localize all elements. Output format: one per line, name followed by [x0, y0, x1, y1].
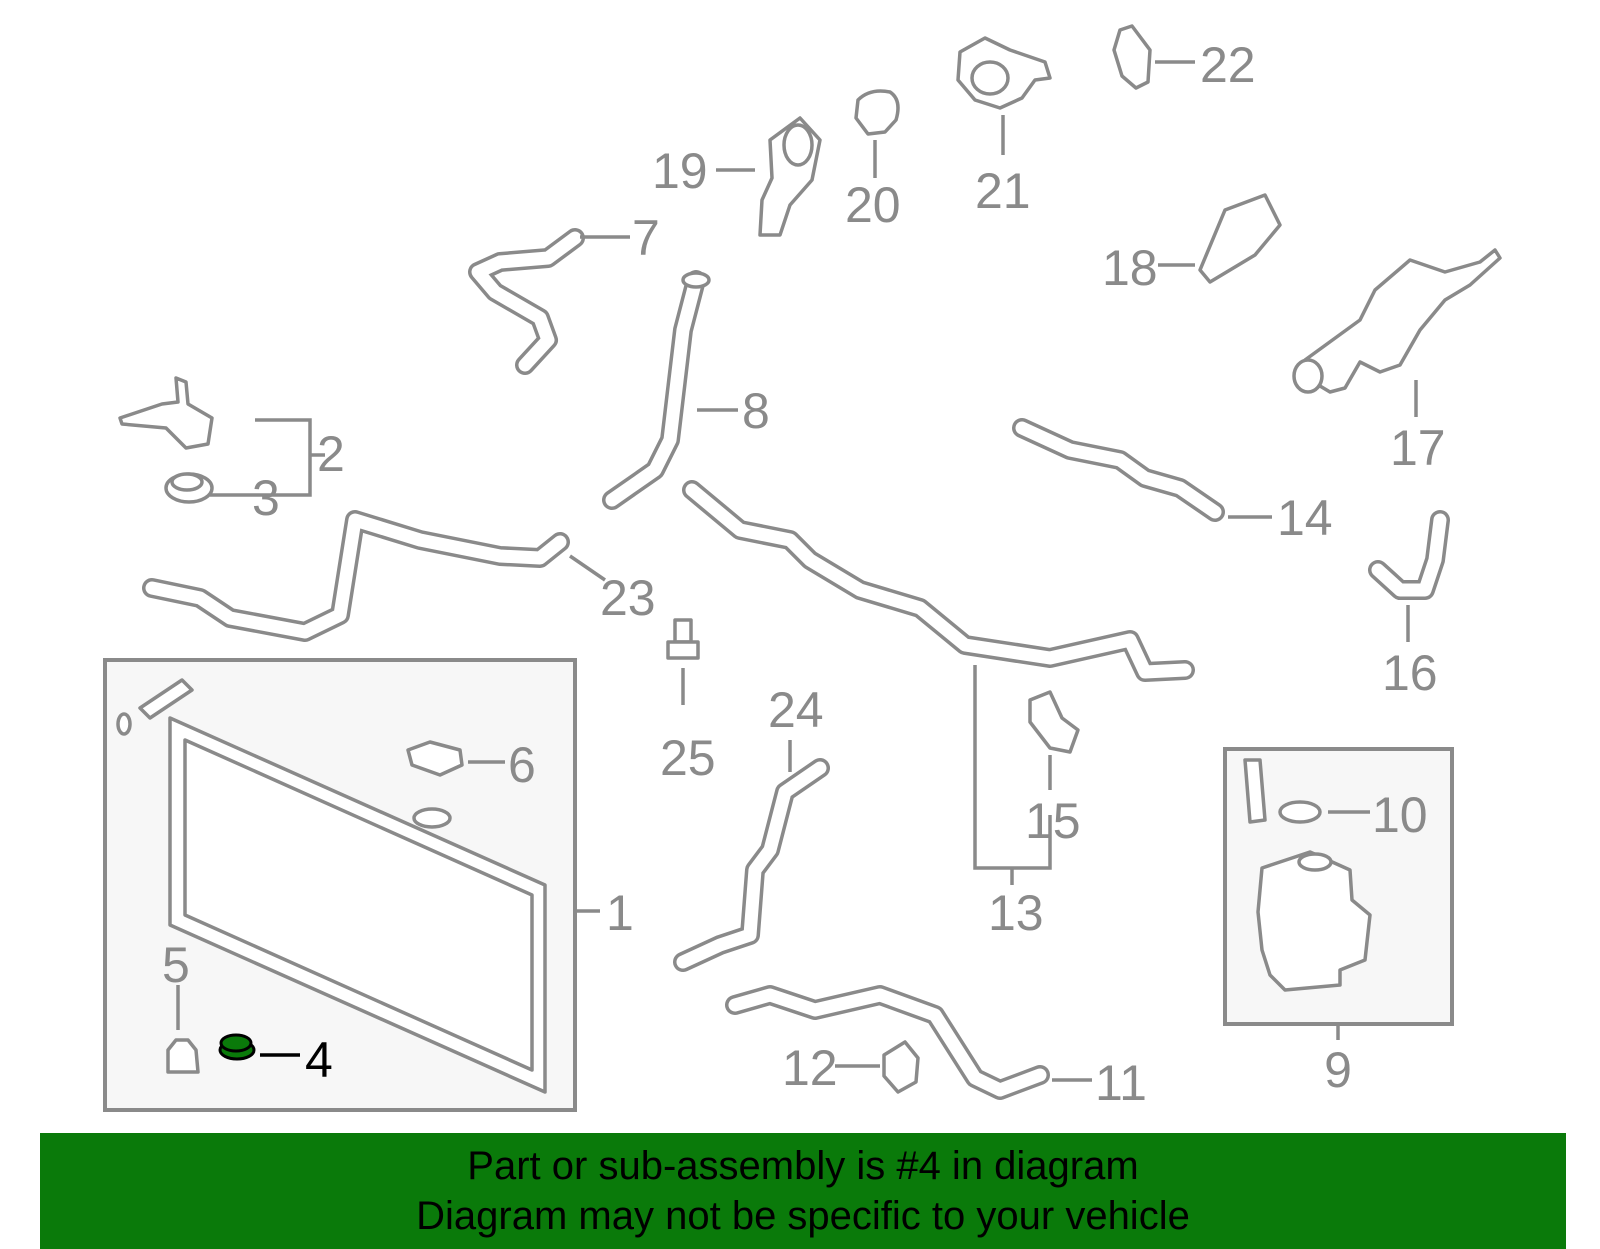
banner-line-2: Diagram may not be specific to your vehi… — [416, 1194, 1190, 1238]
part-1-oring — [116, 712, 132, 736]
part-5-mount — [166, 1038, 200, 1074]
callout-19: 19 — [652, 143, 708, 199]
part-17-water-pump — [1303, 248, 1502, 394]
callout-20: 20 — [845, 177, 901, 233]
part-21-opening — [970, 60, 1010, 96]
part-2-bracket — [118, 376, 214, 450]
part-17-inlet — [1292, 358, 1324, 394]
callout-25: 25 — [660, 730, 716, 786]
part-18-gasket — [1198, 193, 1282, 284]
part-10-cap — [1278, 800, 1322, 824]
banner-line-1: Part or sub-assembly is #4 in diagram — [467, 1144, 1139, 1188]
part-20-thermostat — [854, 89, 900, 136]
part-22-gasket — [1112, 24, 1152, 90]
part-12-clip — [882, 1040, 920, 1094]
part-4-cushion-top — [219, 1033, 253, 1053]
leader-2-3 — [210, 418, 312, 497]
callout-2: 2 — [317, 426, 345, 482]
callout-18: 18 — [1102, 240, 1158, 296]
part-8-hose-end — [681, 271, 711, 289]
callout-22: 22 — [1200, 37, 1256, 93]
leader-23 — [569, 554, 606, 582]
callout-5: 5 — [162, 937, 190, 993]
callout-15: 15 — [1025, 793, 1081, 849]
part-1-filler-neck — [412, 807, 452, 829]
part-3-cushion-top — [170, 472, 204, 492]
callout-23: 23 — [600, 570, 656, 626]
part-15-clip — [1028, 690, 1080, 754]
callout-6: 6 — [508, 737, 536, 793]
part-9-filler — [1297, 852, 1333, 872]
callout-1: 1 — [606, 885, 634, 941]
highlight-banner: Part or sub-assembly is #4 in diagram Di… — [40, 1133, 1566, 1249]
callout-14: 14 — [1277, 490, 1333, 546]
callout-3: 3 — [252, 470, 280, 526]
part-9-overflow-hose — [1243, 758, 1267, 824]
callout-24: 24 — [768, 682, 824, 738]
callout-16: 16 — [1382, 645, 1438, 701]
part-19-flange-hole — [782, 123, 814, 167]
part-9-reservoir — [1256, 850, 1372, 992]
callout-13: 13 — [988, 885, 1044, 941]
callout-9: 9 — [1324, 1042, 1352, 1098]
part-25-sensor — [673, 618, 693, 644]
callout-4: 4 — [305, 1032, 333, 1088]
callout-7: 7 — [632, 210, 660, 266]
part-6-cap — [406, 740, 464, 777]
callout-12: 12 — [782, 1040, 838, 1096]
callout-10: 10 — [1372, 787, 1428, 843]
callout-8: 8 — [742, 383, 770, 439]
part-25-sensor-body — [666, 640, 700, 660]
callout-21: 21 — [975, 163, 1031, 219]
part-1-drain-plug — [138, 678, 194, 720]
callout-17: 17 — [1390, 420, 1446, 476]
part-1-radiator-core — [183, 738, 534, 1072]
callout-11: 11 — [1095, 1055, 1147, 1111]
